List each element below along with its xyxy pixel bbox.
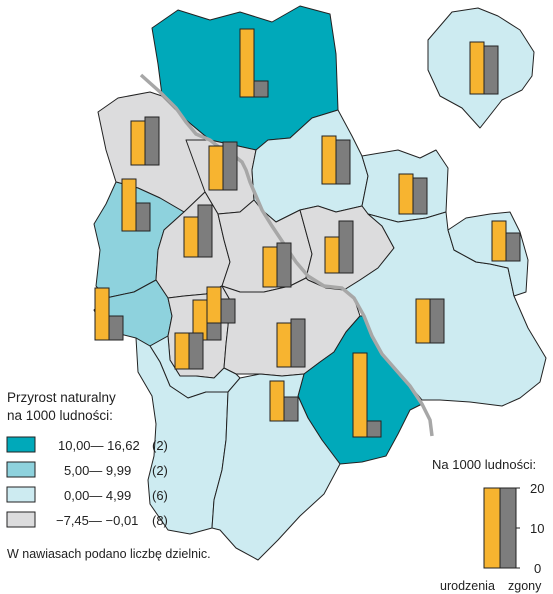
legend-count-3: (6) (152, 488, 168, 503)
bar-births-center (262, 246, 278, 288)
bar-births-northeast-1 (321, 135, 337, 185)
bar-births-south-west-3 (269, 380, 285, 422)
bar-scale: Na 1000 ludności: 20 10 0 urodzenia zgon… (432, 457, 544, 593)
bar-births-east-island (469, 41, 485, 95)
bar-deaths-south-west-2 (220, 298, 236, 324)
bar-deaths-south-west-3 (283, 396, 299, 422)
district-bar-charts (94, 28, 521, 438)
legend-title-line1: Przyrost naturalny (7, 390, 116, 405)
scale-label-0: 0 (534, 561, 541, 576)
bar-deaths-center (276, 242, 292, 288)
scale-label-deaths: zgony (508, 579, 542, 593)
legend-swatch-2 (6, 461, 36, 478)
legend-swatch-4 (6, 511, 36, 528)
bar-deaths-southwest (108, 315, 124, 341)
bar-deaths-west (135, 202, 151, 232)
district-south-west-2 (135, 337, 229, 535)
legend-range-4: −7,45— −0,01 (56, 513, 138, 528)
scale-death-bar (499, 487, 517, 569)
bar-births-northwest (130, 120, 146, 166)
bar-deaths-north-center (222, 141, 238, 191)
scale-label-births: urodzenia (440, 579, 495, 593)
bar-births-center-west (183, 216, 199, 258)
bar-deaths-center-east (338, 220, 354, 274)
bar-births-southeast (174, 332, 190, 370)
legend-note: W nawiasach podano liczbę dzielnic. (7, 547, 211, 561)
legend-count-1: (2) (152, 438, 168, 453)
bar-deaths-northeast-2 (412, 177, 428, 215)
bar-deaths-south (366, 420, 382, 438)
bar-births-south (352, 352, 368, 438)
bar-births-north (239, 28, 255, 98)
legend-range-1: 10,00— 16,62 (58, 438, 140, 453)
legend-swatch-1 (6, 436, 36, 453)
bar-deaths-east-center (429, 298, 445, 344)
bar-deaths-far-east (505, 232, 521, 262)
bar-births-south-west-2 (206, 286, 222, 324)
bar-births-east-center (415, 298, 431, 344)
bar-deaths-northeast-1 (335, 139, 351, 185)
scale-label-20: 20 (530, 481, 544, 496)
bar-deaths-south-center (290, 318, 306, 368)
legend-range-2: 5,00— 9,99 (64, 463, 131, 478)
district-south-west-3 (211, 373, 341, 561)
scale-birth-bar (483, 487, 501, 569)
bar-deaths-center-west (197, 204, 213, 258)
legend-count-4: (8) (152, 513, 168, 528)
legend: Przyrost naturalny na 1000 ludności: 10,… (6, 390, 211, 561)
legend-swatch-3 (6, 486, 36, 503)
bar-births-center-east (324, 236, 340, 274)
scale-label-10: 10 (530, 521, 544, 536)
bar-deaths-east-island (483, 45, 499, 95)
bar-births-south-center (276, 322, 292, 368)
bar-births-north-center (208, 145, 224, 191)
bar-births-southwest (94, 287, 110, 341)
bar-deaths-southeast (188, 332, 204, 370)
scale-title: Na 1000 ludności: (432, 457, 536, 472)
bar-deaths-north (253, 80, 269, 98)
legend-range-3: 0,00— 4,99 (64, 488, 131, 503)
bar-births-northeast-2 (398, 173, 414, 215)
vistula-river (139, 73, 434, 437)
legend-count-2: (2) (152, 463, 168, 478)
legend-title-line2: na 1000 ludności: (7, 408, 113, 423)
bar-births-west (121, 178, 137, 232)
bar-deaths-northwest (144, 116, 160, 166)
bar-births-far-east (491, 220, 507, 262)
